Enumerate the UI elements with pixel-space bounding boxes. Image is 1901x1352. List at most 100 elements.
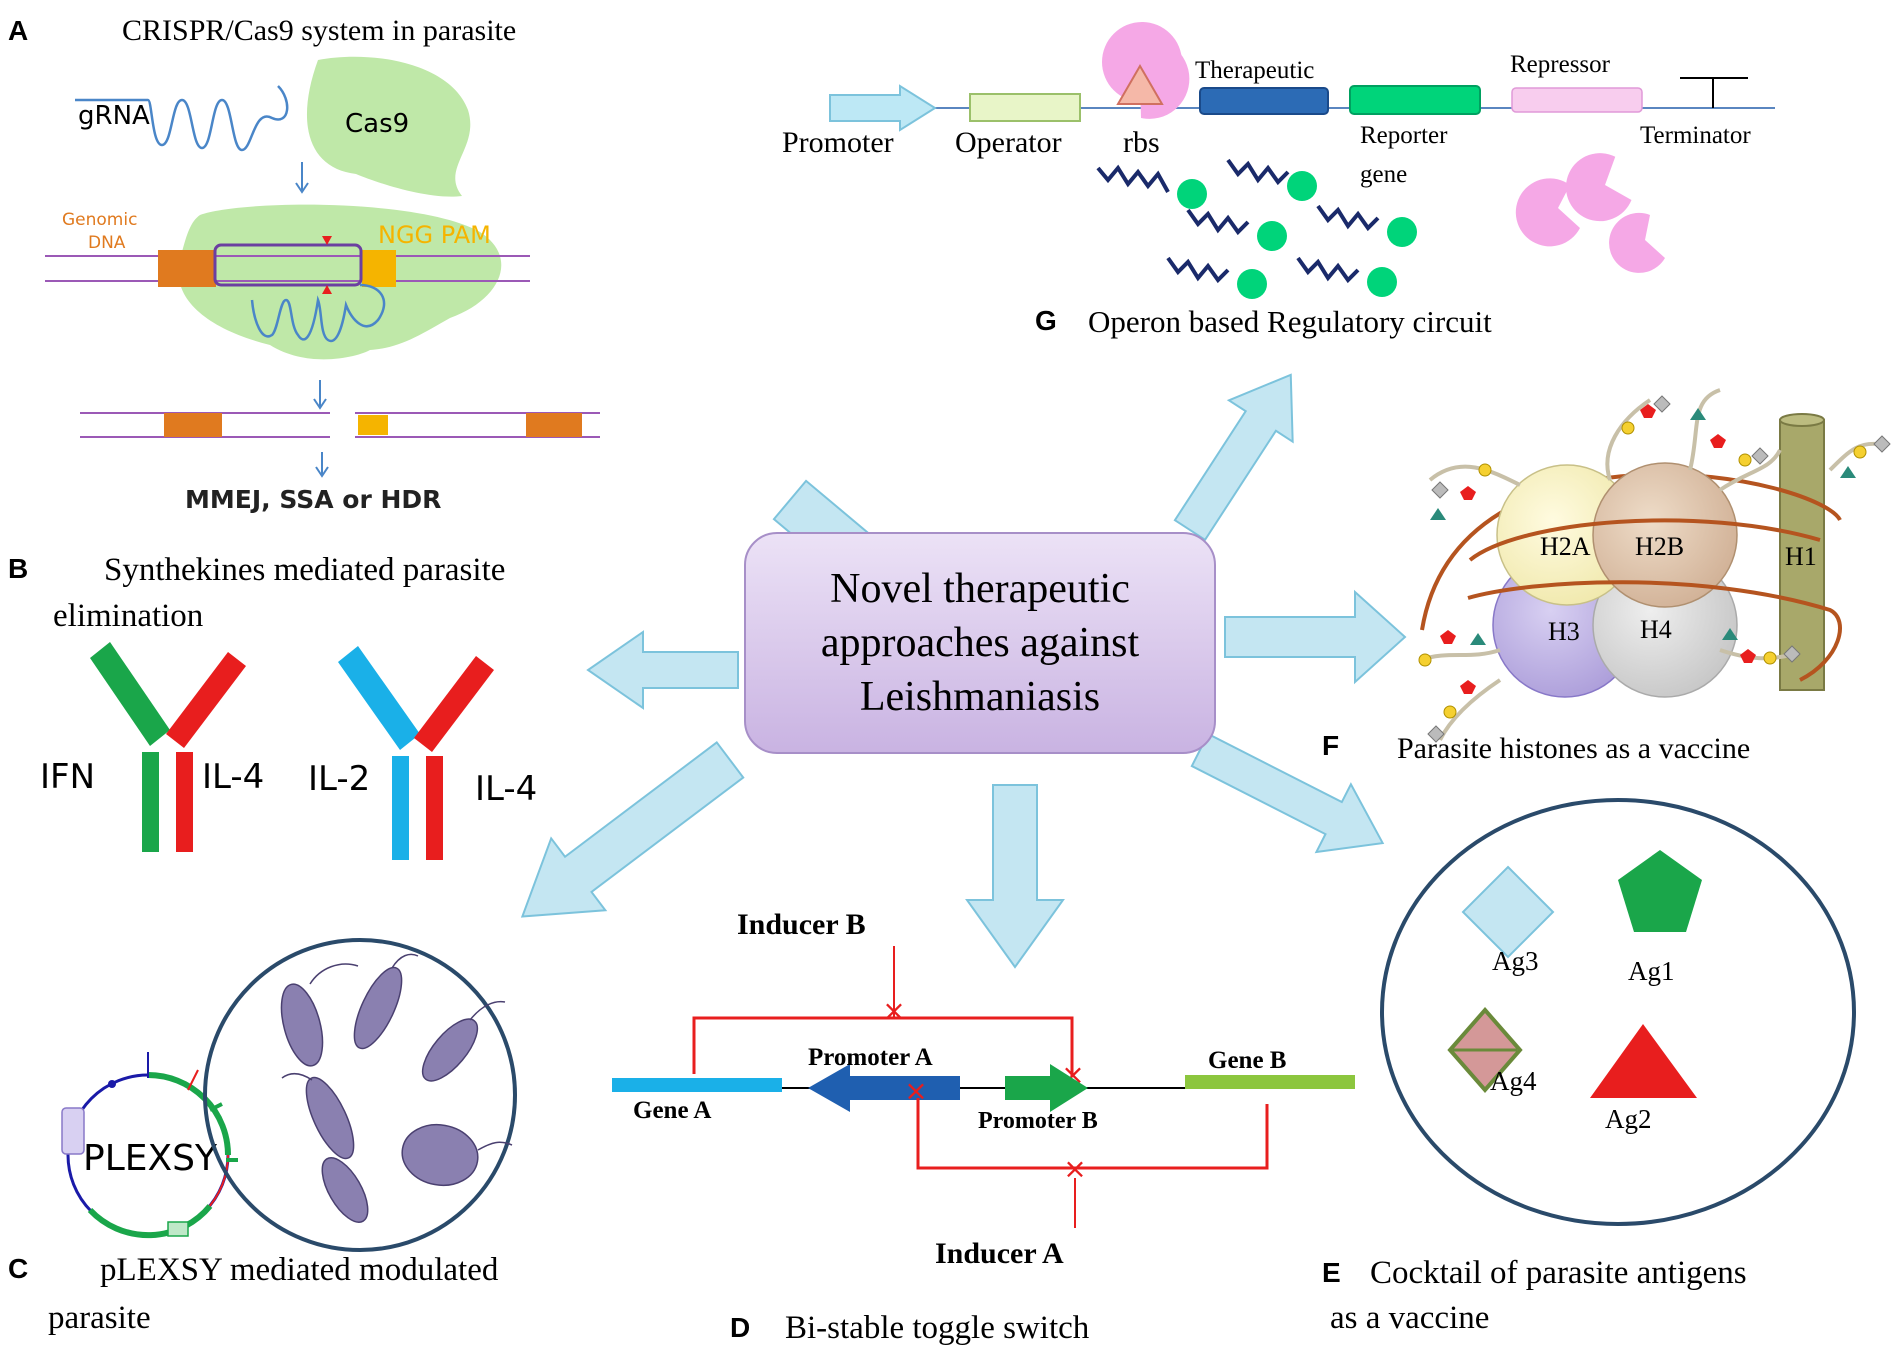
cut-marker-top (322, 236, 332, 245)
center-title-line2: approaches against (821, 620, 1140, 666)
ngg-pam-label: NGG PAM (378, 221, 491, 249)
antigen-ag3-label: Ag3 (1492, 946, 1539, 976)
panel-b: B Synthekines mediated parasite eliminat… (8, 552, 537, 860)
therapeutic-gene-element (1199, 87, 1329, 115)
grna-label: gRNA (78, 101, 150, 131)
gene-b-label: Gene B (1208, 1047, 1286, 1074)
reporter-label-2: gene (1360, 161, 1407, 188)
il4-stem-a (176, 752, 193, 852)
histone-modifications (1418, 395, 1891, 743)
synthekine-ifn-il4 (90, 642, 246, 852)
center-title-line3: Leishmaniasis (860, 674, 1100, 720)
arrow-to-panel-g (1173, 373, 1294, 542)
panel-d-letter: D (730, 1312, 750, 1343)
il2-label: IL-2 (308, 759, 370, 799)
il4-arm-b (414, 656, 494, 752)
histone-h2a-label: H2A (1540, 532, 1591, 561)
panel-d-title: Bi-stable toggle switch (785, 1310, 1090, 1346)
dna-wrap-front-1 (1468, 518, 1821, 562)
repair-block-pam (358, 415, 388, 435)
gene-a-label: Gene A (633, 1097, 711, 1124)
connector-arrows (520, 373, 1407, 969)
il2-arm (338, 646, 420, 750)
histone-h3-label: H3 (1548, 617, 1580, 646)
promoter-b-label: Promoter B (978, 1108, 1098, 1134)
cas9-blob (306, 56, 471, 197)
antigen-ag2-label: Ag2 (1605, 1104, 1652, 1134)
reporter-label-1: Reporter (1360, 122, 1448, 149)
il2-stem (392, 756, 409, 860)
inducer-a-block-mark: × (1063, 1152, 1086, 1185)
panel-f: H2A H2B H3 H4 H1 (1322, 388, 1891, 765)
mrna-transcripts (1096, 158, 1380, 284)
panel-f-title: Parasite histones as a vaccine (1397, 732, 1750, 765)
cas9-label: Cas9 (345, 109, 409, 139)
ifn-arm (90, 642, 170, 746)
reporter-gene-element (1349, 85, 1481, 115)
antigen-ag3-shape (1461, 865, 1555, 959)
inducer-b-label: Inducer B (737, 908, 866, 941)
il4-arm-a (166, 652, 246, 748)
target-site-box (213, 243, 363, 287)
panel-b-title-line1: Synthekines mediated parasite (104, 552, 505, 588)
panel-f-letter: F (1322, 730, 1339, 761)
antigen-circle (1380, 798, 1856, 1226)
arrow-to-panel-e (1190, 732, 1385, 854)
arrow-to-panel-d (965, 784, 1065, 969)
ifn-stem (142, 752, 159, 852)
repressor-gene-element (1511, 87, 1643, 113)
center-title-line1: Novel therapeutic (830, 566, 1130, 612)
rbs-element (1116, 64, 1164, 105)
panel-e: Ag3 Ag1 Ag4 Ag2 E Cocktail of parasite a… (1322, 798, 1856, 1336)
promoter-element (829, 84, 937, 132)
genomic-dna-label-2: DNA (88, 233, 126, 253)
arrow-to-panel-f (1224, 589, 1407, 685)
il4-label-b: IL-4 (475, 769, 537, 809)
panel-a-letter: A (8, 15, 28, 46)
panel-b-title-line2: elimination (53, 598, 203, 634)
repair-pathways-label: MMEJ, SSA or HDR (185, 485, 441, 514)
parasite-circle (203, 938, 517, 1252)
arrow-to-panel-b (586, 630, 739, 710)
promoter-a-label: Promoter A (808, 1044, 933, 1071)
antigen-ag2-shape (1590, 1024, 1697, 1098)
histone-h4-label: H4 (1640, 615, 1672, 644)
panel-c-letter: C (8, 1253, 28, 1284)
panel-b-letter: B (8, 553, 28, 584)
synthekine-il2-il4 (338, 646, 494, 860)
repression-loop-bottom (916, 1098, 1269, 1170)
terminator-label: Terminator (1640, 122, 1751, 149)
histone-h1-shape (1779, 419, 1825, 691)
promoter-b-arrow (1005, 1064, 1088, 1112)
grna-bound-strand (250, 283, 386, 343)
center-box: Novel therapeutic approaches against Lei… (744, 532, 1216, 754)
promoter-a-block-mark: × (904, 1074, 927, 1107)
repair-block-left (164, 413, 222, 437)
histone-h1-label: H1 (1785, 542, 1817, 571)
ifn-label: IFN (40, 757, 95, 797)
antigen-ag1-label: Ag1 (1628, 956, 1675, 986)
panel-a-title: CRISPR/Cas9 system in parasite (122, 14, 516, 47)
antigen-ag1-shape (1618, 850, 1702, 932)
panel-c-title-line1: pLEXSY mediated modulated (100, 1252, 499, 1288)
il4-label-a: IL-4 (202, 757, 264, 797)
inducer-b-block-mark: × (882, 994, 905, 1027)
cas9-complex-blob (178, 204, 502, 360)
panel-e-title-line2: as a vaccine (1330, 1300, 1489, 1336)
histone-h2b-shape (1592, 462, 1738, 608)
dna-wrap-front-2 (1467, 580, 1842, 682)
arrow-to-panel-c (520, 741, 745, 918)
promoter-label: Promoter (782, 126, 894, 159)
cut-marker-bottom (322, 285, 332, 294)
pam-block (362, 250, 396, 287)
repression-loop-top (692, 1016, 1074, 1076)
homology-block-left (158, 250, 216, 287)
plasmid-label: PLEXSY (83, 1138, 218, 1179)
repressor-label: Repressor (1510, 51, 1611, 78)
repair-block-right (526, 413, 582, 437)
panel-g-letter: G (1035, 305, 1057, 336)
panel-c: PLEXSY C pLEXSY mediated modulated paras… (8, 938, 517, 1336)
repressor-proteins (1515, 153, 1665, 273)
promoter-a-arrow (808, 1064, 960, 1112)
